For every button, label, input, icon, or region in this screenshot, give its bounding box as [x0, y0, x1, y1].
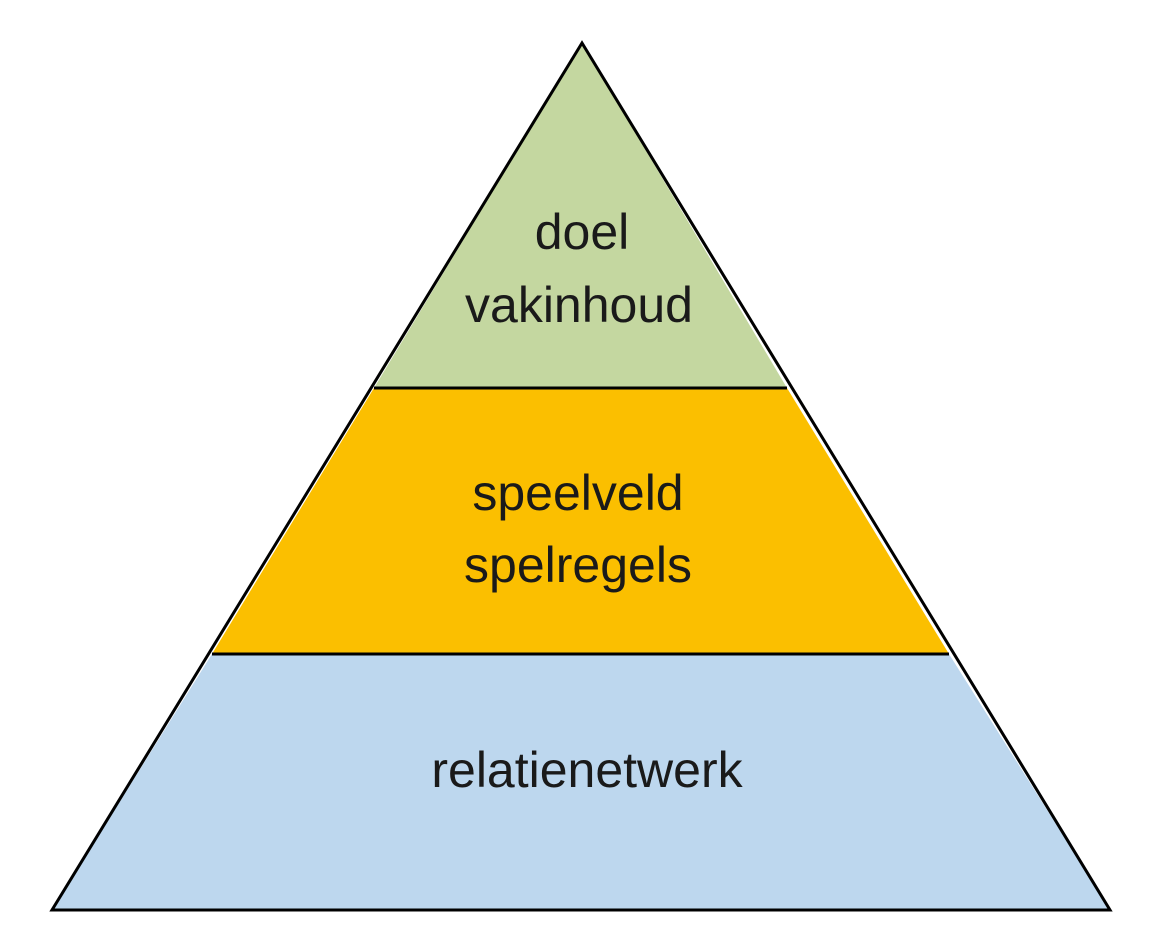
- pyramid-layer-top: [374, 43, 787, 388]
- layer-middle-label-line-1: speelveld: [472, 465, 683, 521]
- layer-top-label-line-1: doel: [535, 204, 630, 260]
- layer-bottom-label-line-1: relatienetwerk: [431, 742, 743, 798]
- pyramid-layer-middle: [212, 388, 949, 654]
- layer-middle-label-line-2: spelregels: [464, 537, 692, 593]
- pyramid-layer-bottom: [52, 654, 1110, 910]
- layer-top-label-line-2: vakinhoud: [465, 277, 693, 333]
- pyramid-outline: [49, 40, 1113, 912]
